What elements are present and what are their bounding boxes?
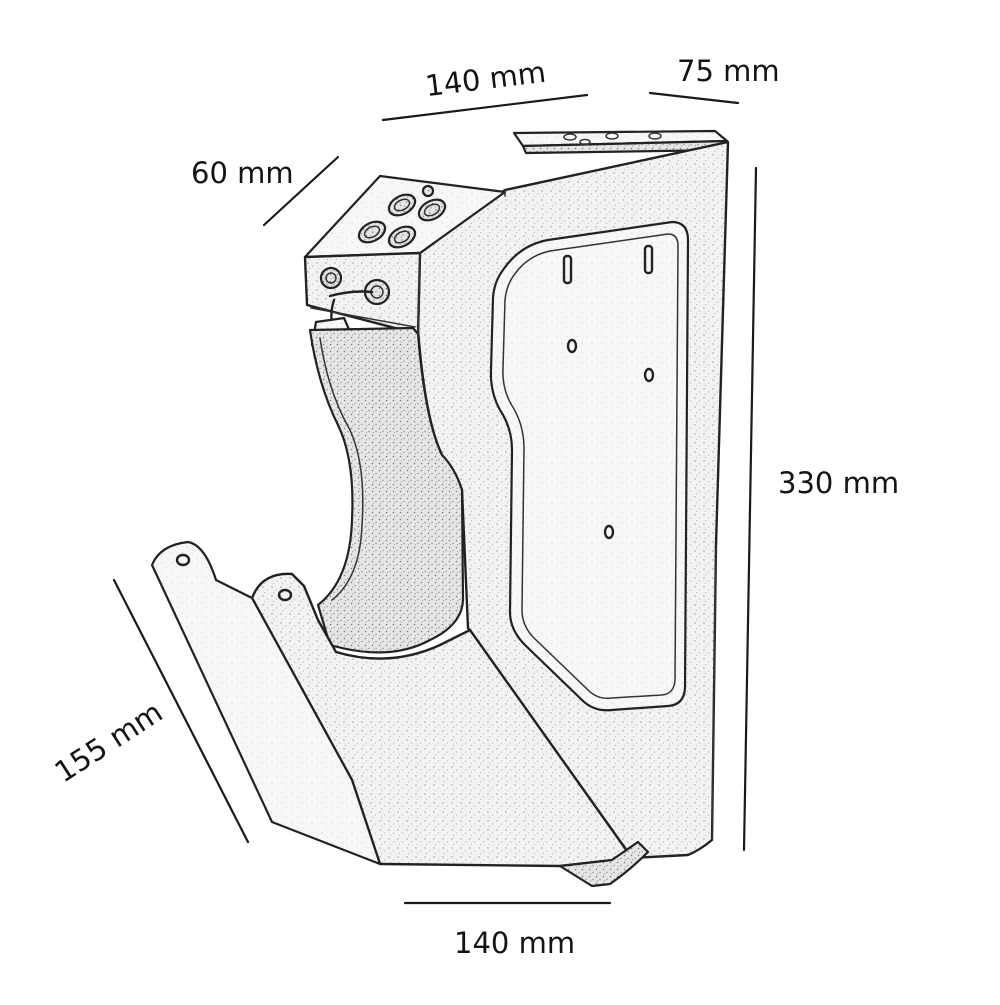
grip-cavity — [308, 326, 465, 654]
dim-line-height — [742, 166, 758, 852]
label-lid-depth: 60 mm — [191, 156, 294, 190]
pistol-safe — [150, 129, 730, 888]
dimension-lines — [112, 91, 758, 905]
side-embossed-plate — [489, 220, 690, 712]
bracket-holes — [563, 132, 662, 146]
door-hinge-holes — [175, 553, 293, 602]
dim-line-top-depth — [648, 91, 740, 105]
dim-line-bottom-depth — [112, 578, 250, 844]
label-top-depth: 75 mm — [677, 54, 780, 88]
dim-line-top-width — [381, 93, 589, 122]
side-embossed-plate-inner — [502, 233, 679, 700]
side-mounting-holes — [562, 244, 655, 540]
lid-screw — [319, 266, 343, 290]
dim-line-lid-depth — [262, 155, 340, 227]
bottom-latch — [558, 840, 650, 888]
front-door — [250, 572, 634, 868]
keypad — [357, 184, 447, 249]
status-led — [421, 184, 435, 198]
door-side-flap — [150, 540, 382, 866]
label-bottom-width: 140 mm — [454, 926, 576, 960]
label-height: 330 mm — [778, 466, 900, 500]
